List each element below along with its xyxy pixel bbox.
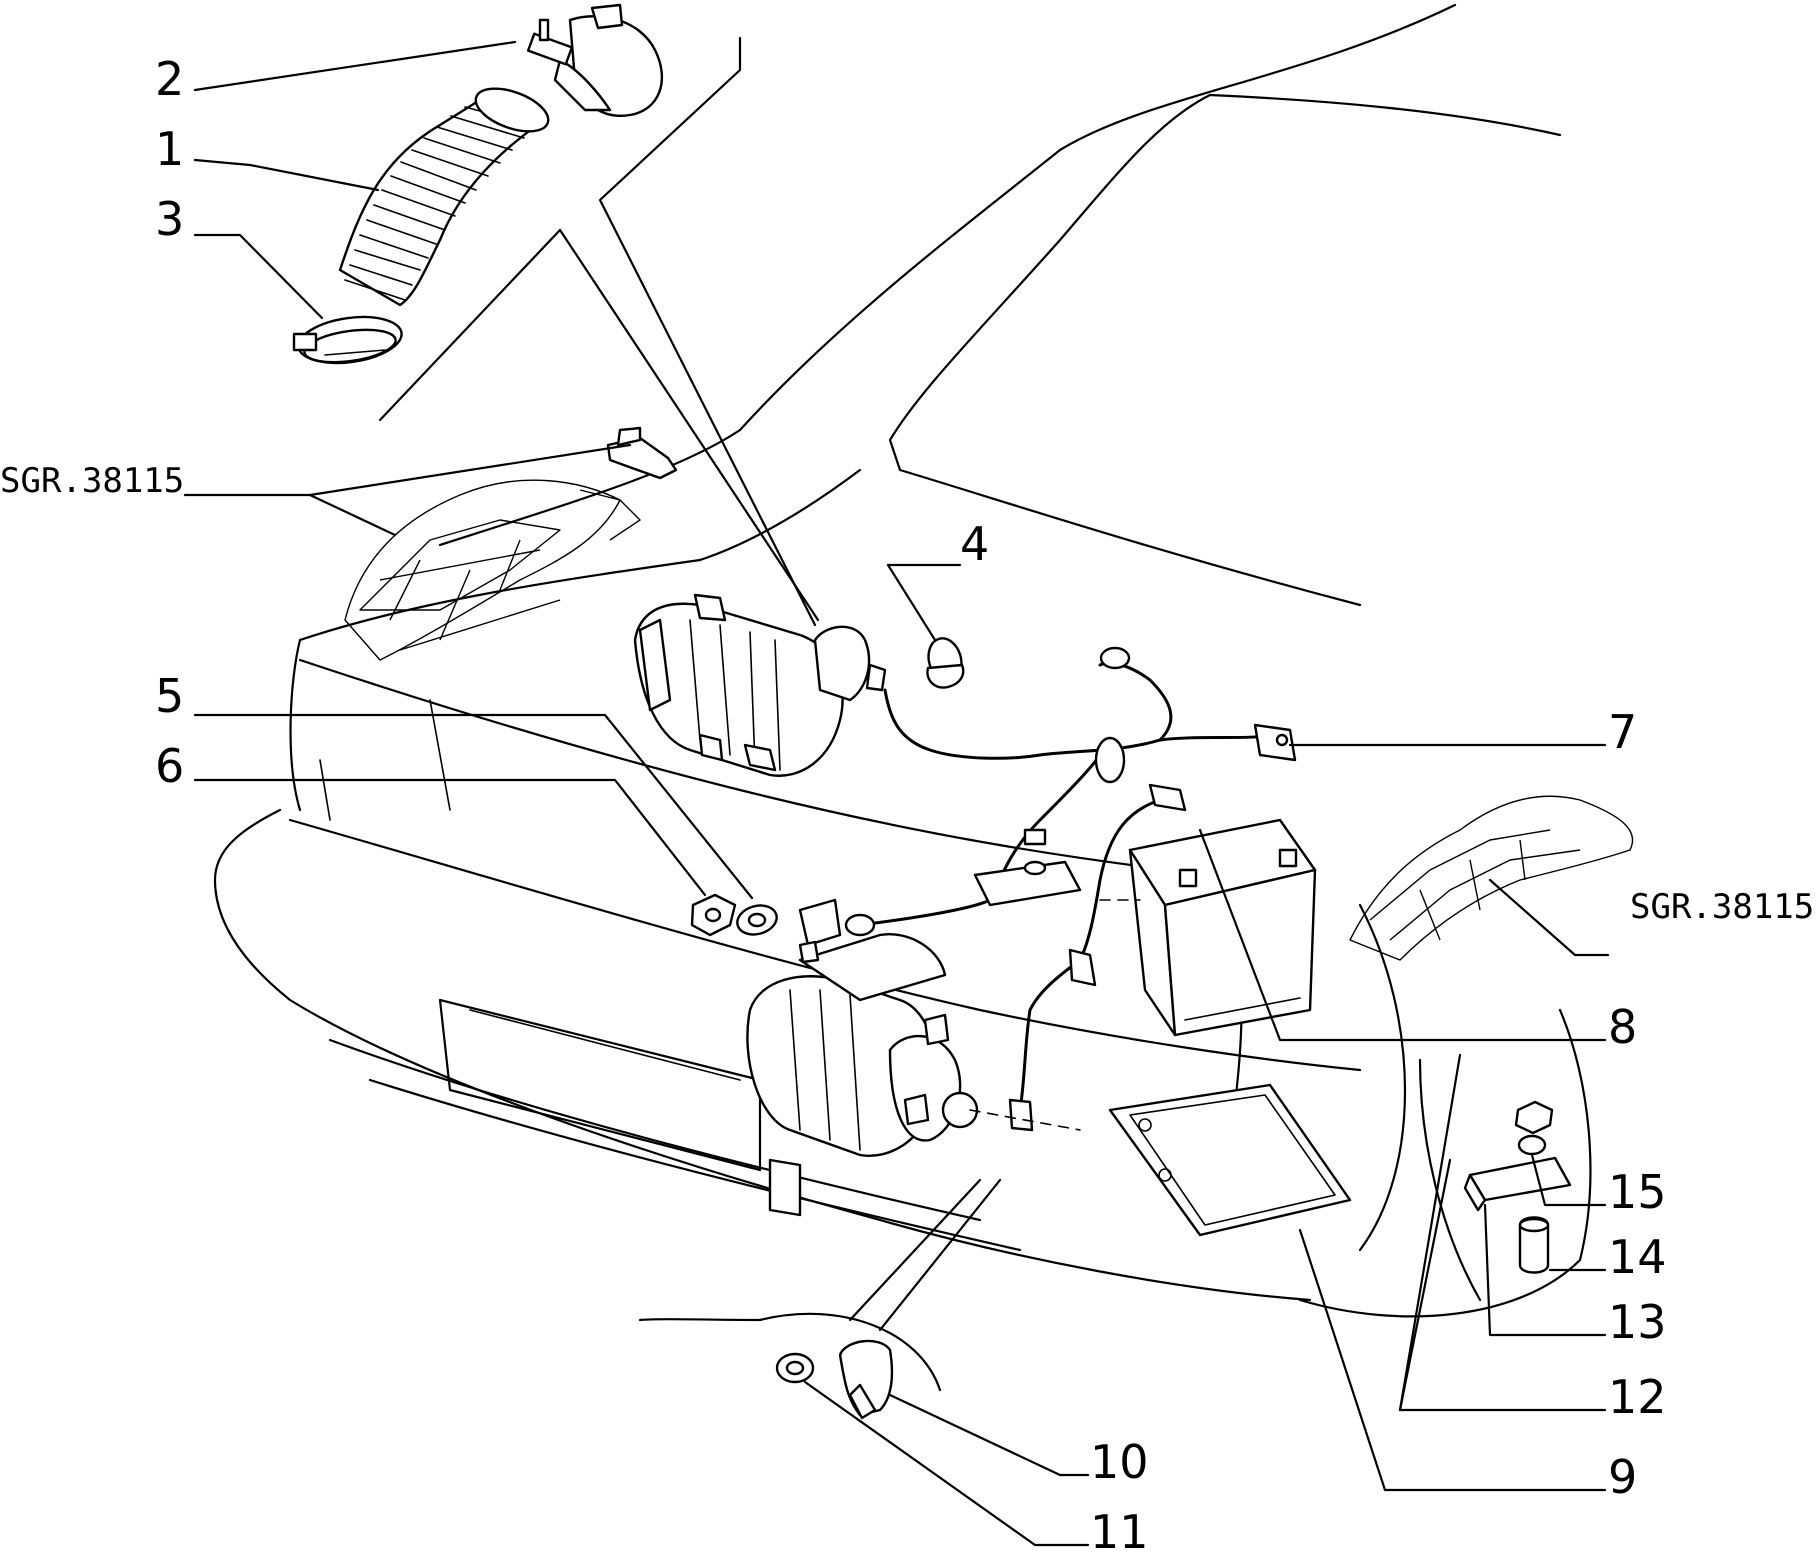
right-body-panel-outline <box>1349 795 1634 961</box>
reference-left: SGR.38115 <box>0 461 184 501</box>
nut-small <box>1514 1100 1554 1135</box>
battery-tray <box>1108 1083 1352 1237</box>
hose <box>338 87 550 307</box>
left-body-panel-outline <box>344 479 641 661</box>
starter-motor <box>746 933 979 1217</box>
callout-5: 5 <box>155 669 184 723</box>
reference-right: SGR.38115 <box>1630 887 1814 927</box>
blower-unit <box>633 593 887 777</box>
callout-14: 14 <box>1608 1230 1667 1284</box>
callout-13: 13 <box>1608 1295 1667 1349</box>
rubber-cap <box>838 1339 894 1420</box>
hose-clip <box>292 315 403 365</box>
battery <box>1128 818 1317 1037</box>
callout-labels: 2 1 3 4 5 6 7 8 15 14 13 12 9 10 11 SGR.… <box>0 52 1814 1554</box>
wiring-harness <box>798 646 1297 947</box>
callout-9: 9 <box>1608 1450 1637 1504</box>
callout-6: 6 <box>155 739 184 793</box>
washer <box>736 904 778 936</box>
plug <box>926 637 965 689</box>
callout-7: 7 <box>1608 705 1637 759</box>
bracket-clamp <box>526 3 664 117</box>
car-body <box>213 3 1592 1392</box>
battery-cable <box>1008 783 1187 1132</box>
callout-1: 1 <box>155 122 184 176</box>
support-bracket <box>1463 1156 1572 1212</box>
callout-2: 2 <box>155 52 184 106</box>
callout-10: 10 <box>1090 1435 1149 1489</box>
callout-15: 15 <box>1608 1165 1667 1219</box>
spacer <box>1518 1216 1550 1274</box>
battery-bracket <box>973 828 1082 907</box>
leader-lines <box>183 36 1610 1547</box>
grommet <box>775 1352 815 1384</box>
callout-11: 11 <box>1090 1505 1149 1554</box>
retaining-clip <box>606 426 678 480</box>
callout-3: 3 <box>155 192 184 246</box>
callout-4: 4 <box>960 517 989 571</box>
hose-ribs <box>344 106 537 301</box>
callout-8: 8 <box>1608 1000 1637 1054</box>
washer-small <box>1517 1134 1547 1156</box>
callout-12: 12 <box>1608 1370 1667 1424</box>
nut <box>690 893 737 937</box>
